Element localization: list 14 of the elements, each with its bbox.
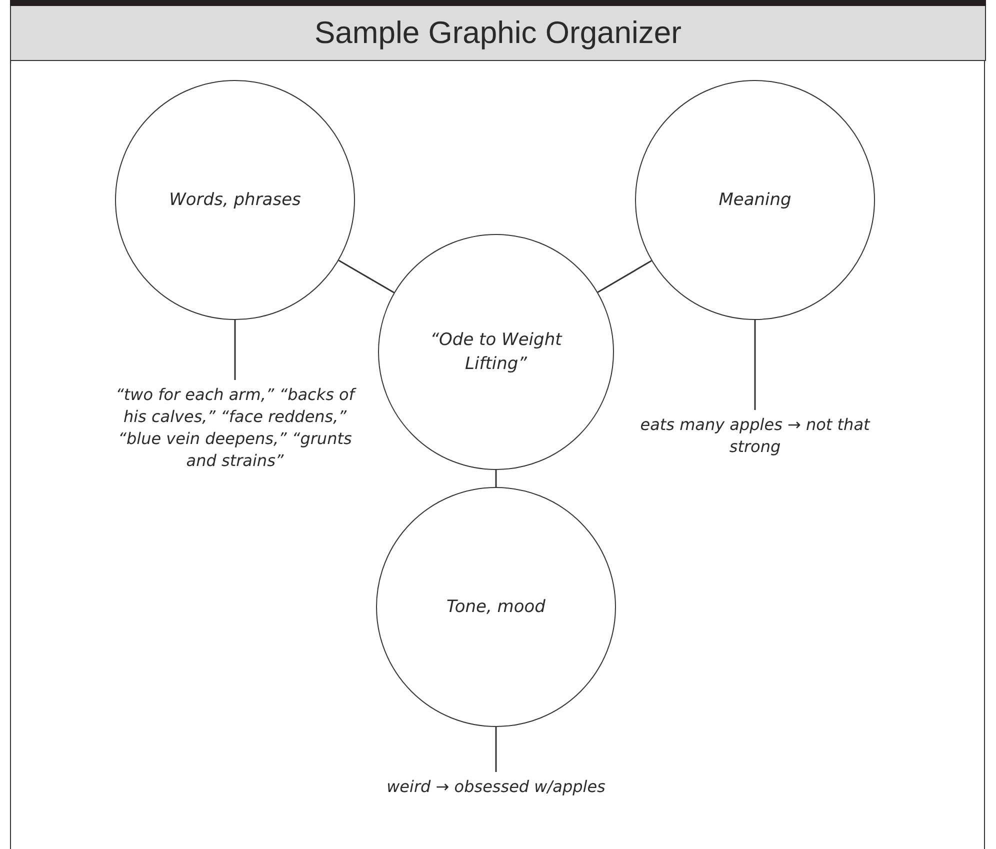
node-label: Words, phrases — [168, 189, 302, 212]
note-text: eats many apples → not that strong — [639, 414, 872, 458]
connector-line — [495, 727, 497, 772]
node-label: “Ode to Weight Lifting” — [429, 329, 564, 376]
connector-line — [495, 470, 497, 487]
connector-line — [338, 260, 394, 294]
note-text: “two for each arm,” “backs of his calves,” “face reddens,” “blue vein deepens,” “grunts and strains” — [114, 384, 358, 472]
connector-line — [754, 320, 756, 410]
node-label: Tone, mood — [446, 596, 546, 619]
title: Sample Graphic Organizer — [314, 15, 682, 51]
note-text: weird → obsessed w/apples — [386, 776, 606, 798]
connector-line — [234, 320, 236, 380]
node-label: Meaning — [718, 189, 792, 212]
connector-line — [597, 260, 652, 293]
